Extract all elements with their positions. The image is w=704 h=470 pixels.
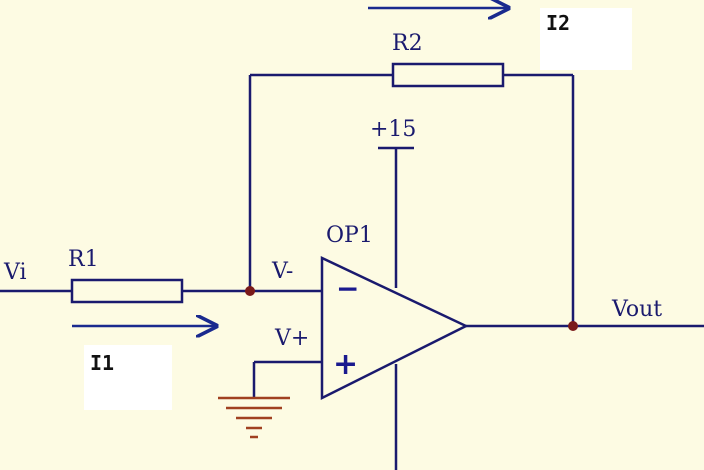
output-node-dot <box>568 321 578 331</box>
ground-symbol <box>218 396 290 439</box>
i2-label-box <box>540 8 632 70</box>
inverting-node-dot <box>245 286 255 296</box>
r1-resistor <box>70 278 184 304</box>
op-amp-triangle <box>320 256 469 401</box>
vout-label: Vout <box>611 297 662 322</box>
i2-label: I2 <box>546 11 570 35</box>
plus-sign: + <box>333 347 358 382</box>
minus-sign: − <box>336 272 359 305</box>
r2-label: R2 <box>392 31 423 56</box>
i1-label: I1 <box>90 351 114 375</box>
v-minus-label: V- <box>271 259 293 284</box>
op-amp-label: OP1 <box>326 223 373 248</box>
r1-label: R1 <box>68 247 99 272</box>
vi-label: Vi <box>3 260 27 285</box>
v-plus-label: V+ <box>274 326 309 351</box>
i1-label-box <box>84 345 172 410</box>
supply-label: +15 <box>370 117 416 142</box>
r2-resistor <box>391 62 505 88</box>
